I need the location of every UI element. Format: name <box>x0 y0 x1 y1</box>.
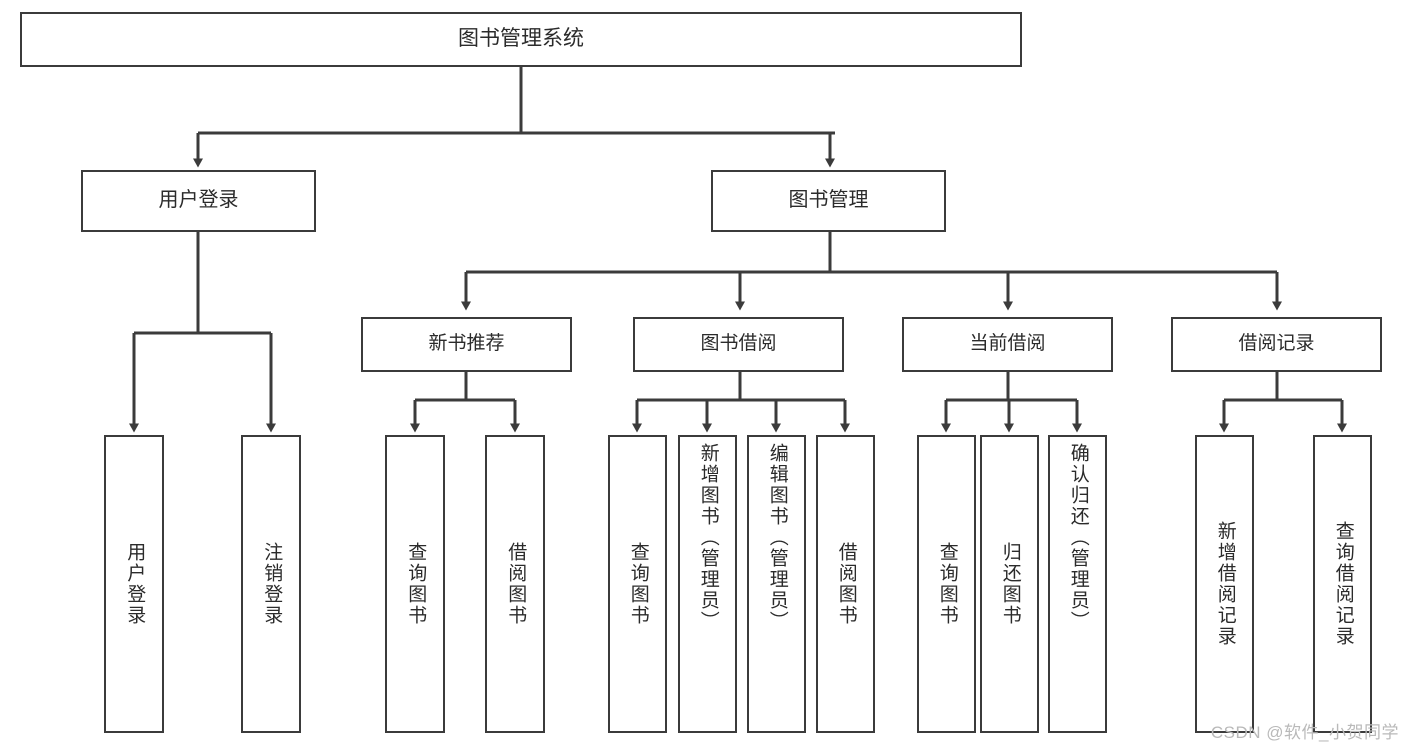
node-borrow-record[interactable]: 借阅记录 <box>1171 317 1382 372</box>
node-current-borrow-label: 当前借阅 <box>969 333 1046 355</box>
node-book-management[interactable]: 图书管理 <box>711 170 946 232</box>
watermark: CSDN @软件_小贺同学 <box>1210 723 1399 742</box>
node-leaf-query-book-rec-label: 查询图书 <box>405 542 427 626</box>
node-leaf-add-record-label: 新增借阅记录 <box>1214 521 1236 647</box>
node-leaf-query-book-borrow-label: 查询图书 <box>627 542 649 626</box>
node-leaf-query-record[interactable]: 查询借阅记录 <box>1313 435 1372 733</box>
node-book-management-label: 图书管理 <box>788 189 869 212</box>
node-leaf-confirm-return[interactable]: 确认归还（管理员） <box>1048 435 1107 733</box>
node-leaf-query-book-borrow[interactable]: 查询图书 <box>608 435 667 733</box>
node-leaf-add-book-label: 新增图书（管理员） <box>697 443 719 632</box>
node-leaf-query-book-cur-label: 查询图书 <box>936 542 958 626</box>
node-user-login-label: 用户登录 <box>158 189 239 212</box>
node-root-label: 图书管理系统 <box>458 27 584 51</box>
node-leaf-edit-book-label: 编辑图书（管理员） <box>766 443 788 632</box>
node-leaf-query-record-label: 查询借阅记录 <box>1332 521 1354 647</box>
node-book-borrow-label: 图书借阅 <box>700 333 777 355</box>
node-user-login[interactable]: 用户登录 <box>81 170 316 232</box>
node-current-borrow[interactable]: 当前借阅 <box>902 317 1113 372</box>
node-new-book-recommend-label: 新书推荐 <box>428 333 505 355</box>
node-leaf-query-book-rec[interactable]: 查询图书 <box>385 435 445 733</box>
node-leaf-borrow-book[interactable]: 借阅图书 <box>816 435 875 733</box>
node-leaf-borrow-book-rec-label: 借阅图书 <box>505 542 527 626</box>
node-root[interactable]: 图书管理系统 <box>20 12 1022 67</box>
node-leaf-user-login-label: 用户登录 <box>124 542 146 626</box>
node-leaf-borrow-book-rec[interactable]: 借阅图书 <box>485 435 545 733</box>
node-leaf-return-book-label: 归还图书 <box>999 542 1021 626</box>
node-leaf-query-book-cur[interactable]: 查询图书 <box>917 435 976 733</box>
node-book-borrow[interactable]: 图书借阅 <box>633 317 844 372</box>
node-leaf-borrow-book-label: 借阅图书 <box>835 542 857 626</box>
node-leaf-return-book[interactable]: 归还图书 <box>980 435 1039 733</box>
node-leaf-user-logout[interactable]: 注销登录 <box>241 435 301 733</box>
node-leaf-user-logout-label: 注销登录 <box>261 542 283 626</box>
node-borrow-record-label: 借阅记录 <box>1238 333 1315 355</box>
node-leaf-add-book[interactable]: 新增图书（管理员） <box>678 435 737 733</box>
node-new-book-recommend[interactable]: 新书推荐 <box>361 317 572 372</box>
node-leaf-user-login[interactable]: 用户登录 <box>104 435 164 733</box>
node-leaf-add-record[interactable]: 新增借阅记录 <box>1195 435 1254 733</box>
node-leaf-confirm-return-label: 确认归还（管理员） <box>1067 443 1089 632</box>
node-leaf-edit-book[interactable]: 编辑图书（管理员） <box>747 435 806 733</box>
